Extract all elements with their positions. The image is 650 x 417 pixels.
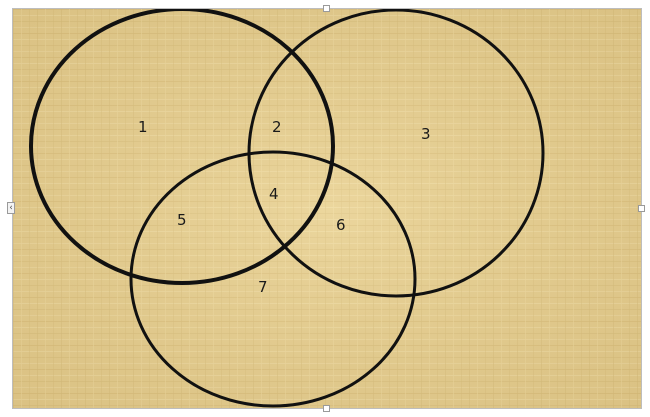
resize-handle-top-center[interactable] [323, 5, 330, 12]
region-label-5: 5 [177, 211, 187, 229]
circle-c [129, 150, 417, 408]
region-label-7: 7 [258, 278, 268, 296]
resize-handle-right-middle[interactable] [638, 205, 645, 212]
region-label-1: 1 [138, 118, 148, 136]
region-label-2: 2 [272, 118, 282, 136]
region-label-3: 3 [421, 125, 431, 143]
circle-a [29, 9, 335, 285]
region-label-6: 6 [336, 216, 346, 234]
chevron-left-icon[interactable]: ‹ [7, 202, 15, 214]
resize-handle-bottom-center[interactable] [323, 405, 330, 412]
venn-diagram: 1 2 3 4 5 6 7 [13, 9, 641, 408]
papyrus-shading [13, 9, 641, 408]
region-label-4: 4 [269, 185, 279, 203]
venn-picture[interactable]: 1 2 3 4 5 6 7 [12, 8, 642, 409]
